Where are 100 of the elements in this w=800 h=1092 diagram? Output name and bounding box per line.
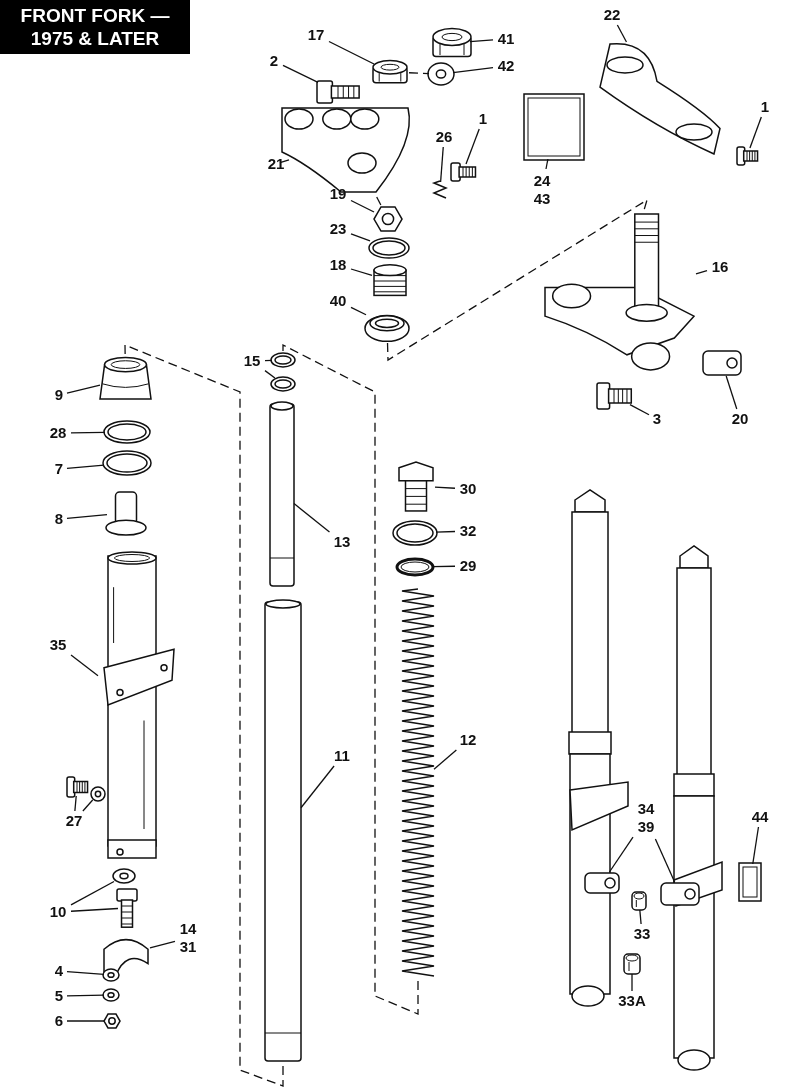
assembly-centerline: [282, 343, 419, 1015]
clip: [702, 348, 742, 378]
valve-plug: [105, 490, 147, 536]
leader-line: [328, 40, 375, 65]
callout-number: 2: [266, 52, 282, 70]
fork-tube: [263, 598, 303, 1063]
callout-number: 1: [476, 110, 490, 128]
callout-number: 15: [240, 352, 264, 370]
ring: [270, 376, 296, 392]
leader-line: [300, 765, 335, 809]
clip: [584, 870, 620, 896]
ring: [392, 520, 438, 546]
leader-line: [749, 116, 762, 149]
leader-line: [439, 146, 444, 183]
leader-line: [350, 268, 373, 277]
bolt: [736, 146, 758, 166]
ring: [103, 420, 151, 444]
callout-number: 4: [52, 962, 66, 980]
callout-number: 21: [264, 155, 288, 173]
callout-number: 8: [52, 510, 66, 528]
callout-number: 40: [326, 292, 350, 310]
callout-number: 5: [52, 987, 66, 1005]
assembly-centerline: [408, 72, 430, 75]
callout-number: 42: [494, 57, 518, 75]
spring: [400, 588, 436, 978]
fork-tube: [268, 400, 296, 588]
washer: [427, 62, 455, 86]
callout-number: 35: [46, 636, 70, 654]
callout-number: 10: [46, 903, 70, 921]
cap-nut: [432, 28, 472, 58]
leader-line: [465, 128, 480, 165]
leader-line: [432, 565, 456, 568]
callout-number: 34 39: [634, 798, 658, 838]
leader-line: [545, 158, 549, 170]
leader-line: [66, 464, 105, 469]
pin: [630, 890, 648, 912]
bolt: [116, 888, 138, 928]
callout-number: 41: [494, 30, 518, 48]
callout-number: 1: [758, 98, 772, 116]
callout-number: 30: [456, 480, 480, 498]
assembly-centerline: [386, 198, 649, 362]
leader-line: [66, 994, 105, 997]
callout-number: 6: [52, 1012, 66, 1030]
leader-line: [725, 375, 738, 410]
callout-number: 28: [46, 424, 70, 442]
callout-number: 9: [52, 386, 66, 404]
leader-line: [70, 654, 99, 677]
bolt: [596, 382, 632, 410]
decal-plate: [738, 862, 762, 902]
leader-line: [654, 838, 676, 883]
leader-line: [66, 384, 101, 394]
callout-number: 33: [630, 925, 654, 943]
title-banner: FRONT FORK — 1975 & LATER: [0, 0, 190, 54]
leader-line: [616, 24, 628, 43]
callout-number: 27: [62, 812, 86, 830]
callout-number: 7: [52, 460, 66, 478]
ring: [270, 352, 296, 368]
bearing: [370, 263, 410, 299]
callout-number: 29: [456, 557, 480, 575]
callout-number: 32: [456, 522, 480, 540]
leader-line: [66, 1020, 105, 1022]
bolt: [450, 162, 476, 182]
leader-line: [70, 431, 106, 434]
callout-number: 23: [326, 220, 350, 238]
plug-bolt: [395, 460, 437, 512]
cap-nut: [372, 60, 408, 84]
nut: [102, 1012, 122, 1030]
bolt: [316, 80, 360, 104]
leader-line: [74, 795, 77, 812]
leader-line: [66, 514, 108, 519]
leader-line: [639, 909, 642, 925]
leader-line: [350, 306, 367, 316]
ring: [368, 237, 410, 259]
leader-line: [629, 403, 650, 416]
leader-line: [452, 66, 494, 74]
callout-number: 24 43: [530, 170, 554, 210]
callout-number: 14 31: [176, 918, 200, 958]
leader-line: [149, 940, 176, 949]
callout-number: 20: [728, 410, 752, 428]
leader-line: [469, 39, 494, 43]
o-ring: [395, 557, 435, 577]
ring: [102, 450, 152, 476]
leader-line: [433, 749, 457, 770]
assembly-centerline: [124, 344, 284, 1087]
washer: [102, 988, 120, 1002]
nut: [372, 204, 404, 234]
callout-number: 19: [326, 185, 350, 203]
callout-number: 13: [330, 533, 354, 551]
leader-line: [435, 530, 456, 533]
leader-line: [282, 64, 319, 83]
leader-line: [293, 502, 331, 533]
callout-number: 44: [748, 808, 772, 826]
leader-line: [279, 159, 290, 164]
decal-plate: [523, 93, 585, 161]
washer: [102, 968, 120, 982]
leader-line: [631, 973, 633, 992]
leader-line: [434, 486, 456, 489]
leader-line: [695, 270, 708, 275]
pin: [622, 952, 642, 976]
leader-line: [608, 836, 634, 873]
